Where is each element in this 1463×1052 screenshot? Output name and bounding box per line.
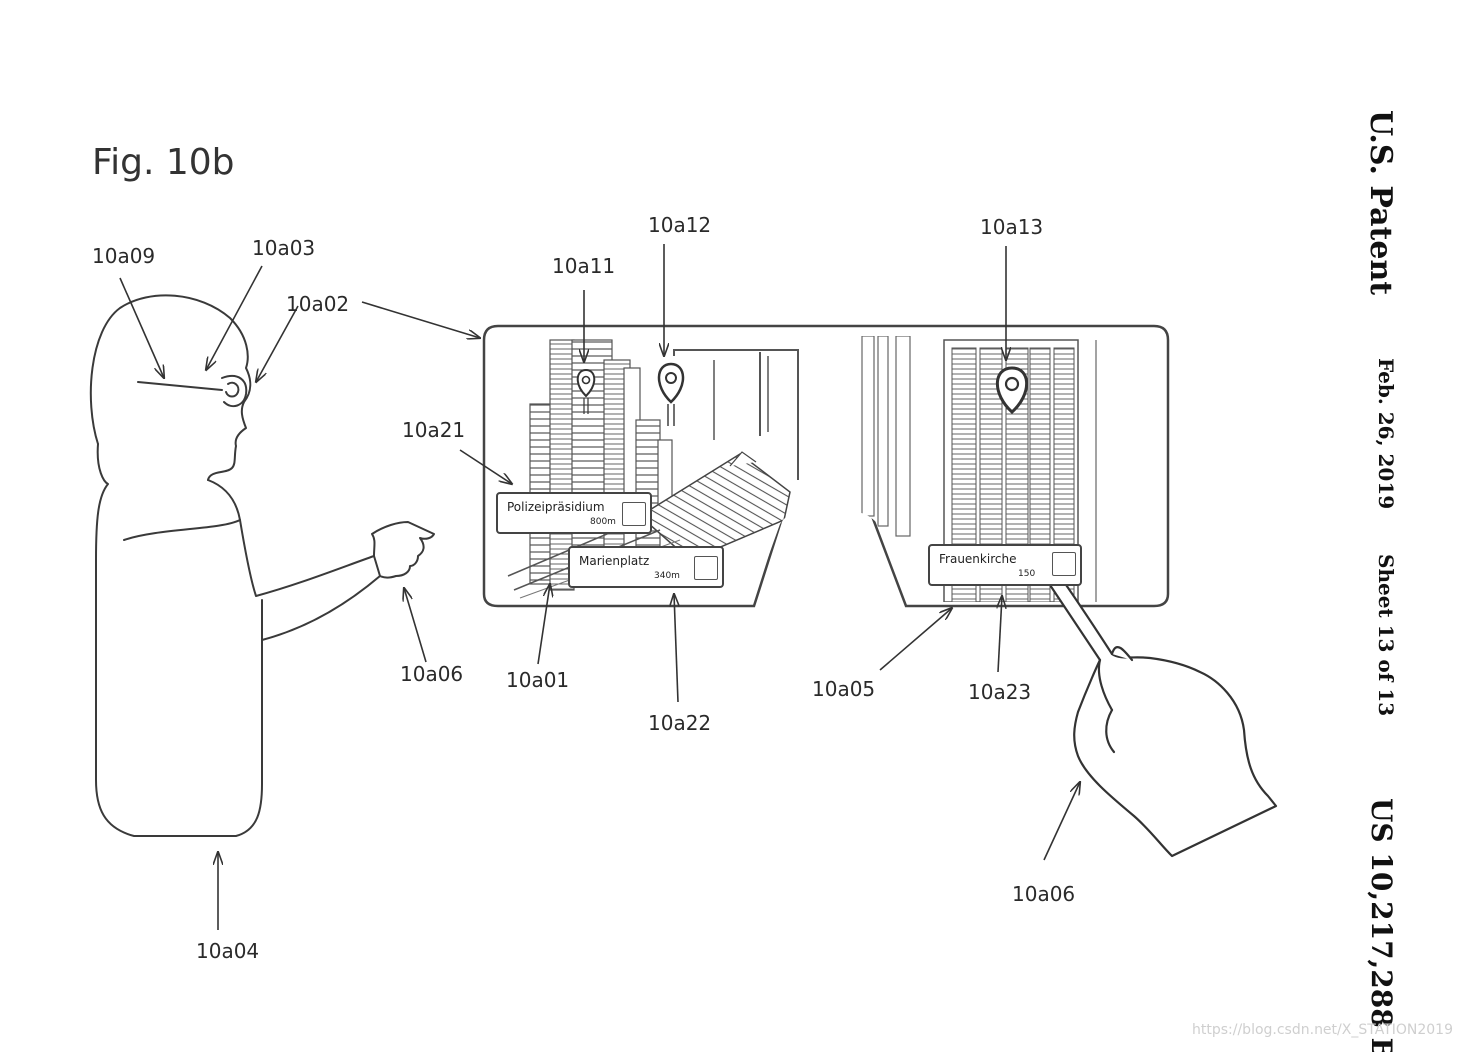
map-pin-icon <box>996 366 1028 415</box>
map-pin-icon <box>657 362 685 426</box>
map-pin-icon <box>576 368 596 414</box>
poi-select-checkbox[interactable] <box>694 556 718 580</box>
patent-sheet: Sheet 13 of 13 <box>1374 554 1398 717</box>
ref-label-10a21: 10a21 <box>402 418 466 442</box>
ref-label-10a12: 10a12 <box>648 213 712 237</box>
poi-select-checkbox[interactable] <box>1052 552 1076 576</box>
poi-card-name: Frauenkirche <box>939 552 1017 566</box>
poi-card-name: Marienplatz <box>579 554 650 568</box>
patent-number: US 10,217,288 B2 <box>1365 798 1398 1052</box>
ref-label-10a06-left: 10a06 <box>400 662 464 686</box>
leader-lines <box>119 244 1080 930</box>
ref-label-10a13: 10a13 <box>980 215 1044 239</box>
pointing-hand <box>1035 558 1278 858</box>
poi-card-name: Polizeipräsidium <box>507 500 605 514</box>
ref-label-10a06-right: 10a06 <box>1012 882 1076 906</box>
ref-label-10a05: 10a05 <box>812 677 876 701</box>
patent-publication: U.S. Patent <box>1363 110 1398 296</box>
poi-select-checkbox[interactable] <box>622 502 646 526</box>
person <box>89 294 435 837</box>
ref-label-10a02: 10a02 <box>286 292 350 316</box>
ref-label-10a09: 10a09 <box>92 244 156 268</box>
patent-date: Feb. 26, 2019 <box>1374 358 1398 510</box>
patent-header: U.S. Patent Feb. 26, 2019 Sheet 13 of 13… <box>1358 110 1398 1052</box>
watermark: https://blog.csdn.net/X_STATION2019 <box>1192 1022 1453 1038</box>
poi-card-distance: 150 <box>1018 569 1036 579</box>
ref-label-10a03: 10a03 <box>252 236 316 260</box>
ref-label-10a23: 10a23 <box>968 680 1032 704</box>
ref-label-10a04: 10a04 <box>196 939 260 963</box>
poi-card-polizeipraesidium[interactable]: Polizeipräsidium 800m <box>496 492 652 534</box>
figure-title: Fig. 10b <box>92 142 235 183</box>
poi-card-frauenkirche[interactable]: Frauenkirche 150 <box>928 544 1082 586</box>
ref-label-10a01: 10a01 <box>506 668 570 692</box>
poi-card-marienplatz[interactable]: Marienplatz 340m <box>568 546 724 588</box>
ref-label-10a11: 10a11 <box>552 254 616 278</box>
poi-card-distance: 800m <box>590 517 616 527</box>
ref-label-10a22: 10a22 <box>648 711 712 735</box>
poi-card-distance: 340m <box>654 571 680 581</box>
